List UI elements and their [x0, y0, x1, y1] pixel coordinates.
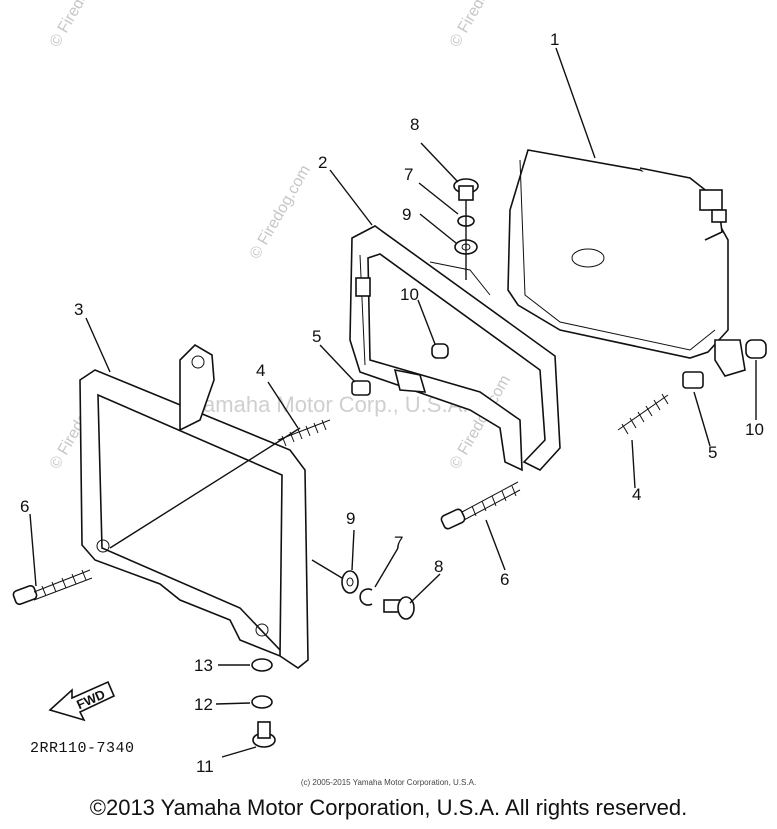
nut-part — [682, 371, 704, 389]
callout-label: 6 — [500, 570, 509, 589]
copyright-small: (c) 2005-2015 Yamaha Motor Corporation, … — [300, 778, 477, 787]
callout-label: 10 — [400, 285, 419, 304]
grommet-part — [745, 339, 767, 359]
callout-label: 7 — [404, 165, 413, 184]
callout-label: 2 — [318, 153, 327, 172]
collar-part — [251, 695, 273, 709]
grommet-part — [431, 343, 449, 359]
callout-label: 9 — [346, 509, 355, 528]
bolt-part — [453, 178, 479, 201]
fwd-arrow-icon: FWD — [48, 680, 116, 722]
callout-label: 9 — [402, 205, 411, 224]
callout-label: 11 — [196, 757, 214, 776]
bolt-part — [383, 596, 415, 620]
damper-part — [251, 658, 273, 672]
watermark-center: Yamaha Motor Corp., U.S.A. — [190, 392, 468, 417]
headlight-part — [507, 149, 746, 377]
long-screw-part — [440, 481, 521, 530]
lock-washer-part — [359, 588, 373, 606]
callout-label: 5 — [708, 443, 717, 462]
watermark-firedog: © Firedog.com — [47, 0, 114, 50]
screw-part — [252, 721, 276, 748]
callout-label: 13 — [194, 656, 213, 675]
copyright-main: ©2013 Yamaha Motor Corporation, U.S.A. A… — [89, 795, 688, 820]
adjuster-spring-part — [277, 419, 331, 447]
callout-label: 1 — [550, 30, 559, 49]
callout-label: 8 — [434, 557, 443, 576]
inner-bracket-part — [349, 225, 561, 472]
callout-label: 4 — [632, 485, 641, 504]
callout-label: 3 — [74, 300, 83, 319]
nut-part — [351, 380, 371, 396]
leader-lines — [29, 47, 757, 758]
callout-label: 5 — [312, 327, 321, 346]
watermark-firedog: © Firedog.com — [447, 0, 514, 50]
fwd-label: FWD — [74, 686, 107, 712]
watermark-firedog: © Firedog.com — [247, 162, 314, 262]
callout-label: 10 — [745, 420, 764, 439]
callout-label: 12 — [194, 695, 213, 714]
washer-part — [341, 570, 359, 594]
part-code: 2RR110-7340 — [30, 740, 135, 757]
outer-frame-part — [79, 343, 309, 669]
long-screw-part — [12, 569, 93, 606]
callout-label: 7 — [394, 533, 403, 552]
callout-label: 4 — [256, 361, 265, 380]
adjuster-spring-part — [617, 393, 669, 435]
callout-label: 6 — [20, 497, 29, 516]
callout-label: 8 — [410, 115, 419, 134]
